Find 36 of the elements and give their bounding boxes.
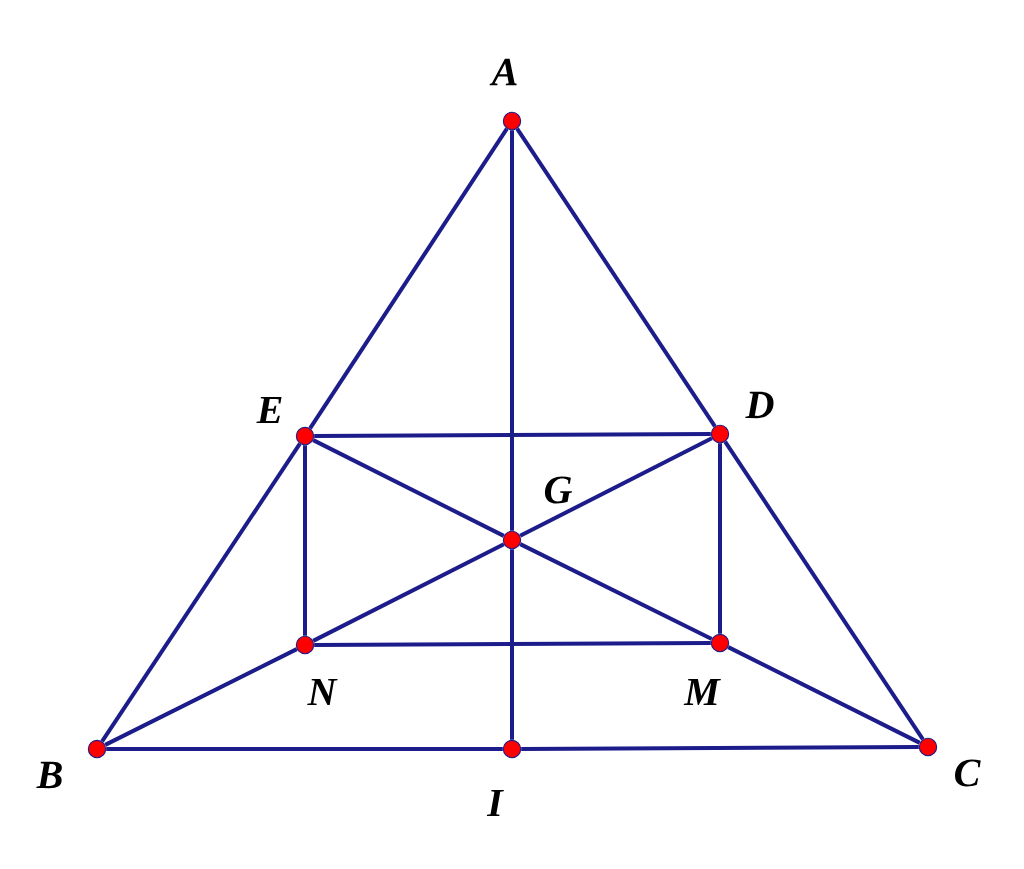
segment xyxy=(510,130,514,531)
segment xyxy=(312,438,505,538)
segment xyxy=(515,127,717,428)
node-label: G xyxy=(544,476,572,504)
node-label: I xyxy=(486,789,504,817)
segment xyxy=(718,443,722,634)
segment xyxy=(303,445,307,636)
segment xyxy=(312,542,505,643)
segment xyxy=(519,542,713,641)
segment xyxy=(519,436,713,538)
node-label: N xyxy=(307,678,338,706)
point: N xyxy=(295,635,338,706)
segment xyxy=(100,442,302,743)
segment xyxy=(510,549,514,740)
node-label: A xyxy=(489,58,517,86)
point: B xyxy=(36,739,107,789)
point: C xyxy=(918,737,981,787)
point: M xyxy=(683,633,730,706)
point: D xyxy=(710,391,774,444)
segment xyxy=(314,641,711,647)
segment xyxy=(106,747,503,751)
segment xyxy=(727,645,921,745)
segment xyxy=(308,127,509,430)
segment xyxy=(314,432,711,438)
node-label: E xyxy=(256,396,282,424)
segment xyxy=(521,745,919,751)
segment xyxy=(723,440,925,741)
point: G xyxy=(502,476,572,550)
segment xyxy=(104,647,298,747)
node-label: D xyxy=(745,391,774,419)
node-label: B xyxy=(36,761,62,789)
point: I xyxy=(486,739,522,817)
node-label: C xyxy=(955,759,981,787)
point: A xyxy=(489,58,522,131)
point: E xyxy=(256,396,315,446)
node-label: M xyxy=(683,678,721,706)
